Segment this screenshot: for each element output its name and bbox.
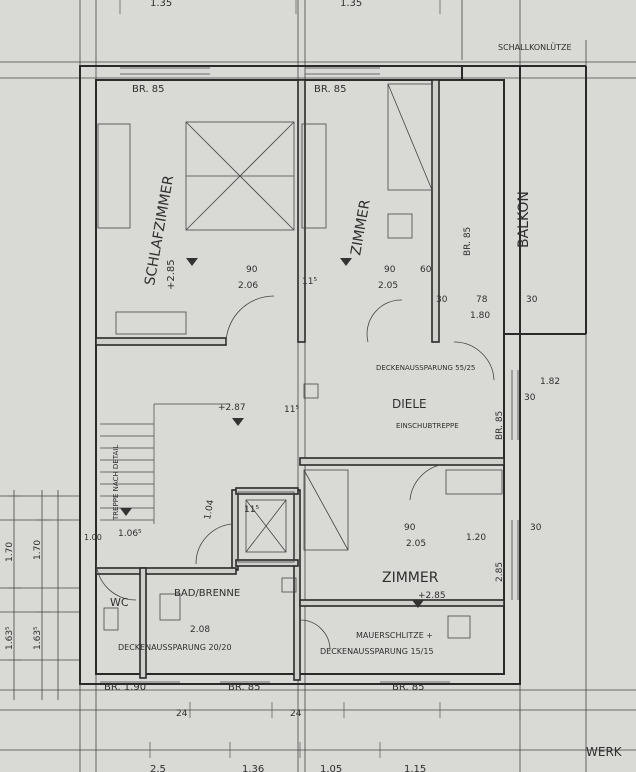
dim-d2: 2.06 xyxy=(238,281,258,291)
dim-d7: 78 xyxy=(476,295,488,305)
room-wc: WC xyxy=(110,596,129,609)
door-swings xyxy=(95,295,495,651)
top-dim-1: 1.35 xyxy=(150,0,172,9)
dim-d10: 30 xyxy=(526,295,538,305)
room-diele: DIELE xyxy=(392,397,427,411)
labels: 1.35 1.35 SCHALLKONLÜTZE SCHLAFZIMMER +2… xyxy=(5,0,623,772)
dim-d28: 2.08 xyxy=(190,625,210,635)
bottom-dim-2: 1.36 xyxy=(242,764,264,772)
room-bad: BAD/BRENNE xyxy=(174,588,240,599)
dim-d3: 90 xyxy=(384,265,396,275)
dimension-ticks xyxy=(8,0,521,758)
opening-br85-side: BR. 85 xyxy=(463,227,473,256)
bottom-dim-3: 1.05 xyxy=(320,764,342,772)
dim-d20: 1.63⁵ xyxy=(5,626,15,650)
room-treppe: TREPPE NACH DETAIL xyxy=(112,445,120,521)
dim-d22: 1.70 xyxy=(33,540,43,560)
opening-br190: BR. 1.90 xyxy=(104,682,146,693)
note-decken1: DECKENAUSSPARUNG 55/25 xyxy=(376,364,475,372)
level-zimmer-bottom: +2.85 xyxy=(418,591,446,601)
windows xyxy=(100,67,519,683)
stairs xyxy=(100,403,230,524)
dim-d13: 90 xyxy=(404,523,416,533)
room-zimmer-bottom: ZIMMER xyxy=(382,570,439,586)
dim-d34: 2.85 xyxy=(495,562,505,582)
top-dim-2: 1.35 xyxy=(340,0,362,9)
dim-d17: 1.06⁵ xyxy=(118,529,142,539)
note-werk: WERK xyxy=(586,745,623,759)
note-mauer: MAUERSCHLITZE + xyxy=(356,631,433,640)
bottom-dim-1: 2.5 xyxy=(150,764,166,772)
dim-d32: 1.04 xyxy=(203,499,216,521)
dim-d12: 30 xyxy=(524,393,536,403)
level-schlafzimmer: +2.85 xyxy=(166,259,177,290)
dim-d9: 30 xyxy=(436,295,448,305)
opening-br85-d: BR. 85 xyxy=(392,682,425,693)
note-einschub: EINSCHUBTREPPE xyxy=(396,422,459,430)
dim-d11: 1.82 xyxy=(540,377,560,387)
dim-d24: 24 xyxy=(290,709,302,719)
dim-d29: 11⁵ xyxy=(284,405,299,415)
dim-d16: 30 xyxy=(530,523,542,533)
dim-d6: 60 xyxy=(420,265,432,275)
level-markers xyxy=(120,258,424,608)
exterior-walls xyxy=(79,65,587,685)
opening-br85-c: BR. 85 xyxy=(228,682,261,693)
dim-d21: 1.63⁵ xyxy=(33,626,43,650)
furniture xyxy=(97,83,503,639)
room-balkon: BALKON xyxy=(516,191,532,248)
note-decken3: DECKENAUSSPARUNG 15/15 xyxy=(320,647,434,656)
level-287: +2.87 xyxy=(218,403,246,413)
note-decken2: DECKENAUSSPARUNG 20/20 xyxy=(118,643,232,652)
room-zimmer-top: ZIMMER xyxy=(348,198,374,257)
interior-walls xyxy=(95,79,505,681)
dim-d14: 2.05 xyxy=(406,539,426,549)
dim-d15: 1.20 xyxy=(466,533,486,543)
dim-d4: 2.05 xyxy=(378,281,398,291)
opening-br85-b: BR. 85 xyxy=(314,84,347,95)
stamp-label: SCHALLKONLÜTZE xyxy=(498,42,572,52)
opening-br85-a: BR. 85 xyxy=(132,84,165,95)
dim-d19: 1.70 xyxy=(5,542,15,562)
dim-d8: 1.80 xyxy=(470,311,490,321)
dim-d5: 11⁵ xyxy=(302,277,317,287)
dim-d33: 11⁵ xyxy=(244,505,259,515)
bottom-dim-4: 1.15 xyxy=(404,764,426,772)
dim-d18: 1.00 xyxy=(84,533,102,542)
dim-d23: 24 xyxy=(176,709,188,719)
opening-br85-right: BR. 85 xyxy=(495,411,505,440)
dim-d1: 90 xyxy=(246,265,258,275)
